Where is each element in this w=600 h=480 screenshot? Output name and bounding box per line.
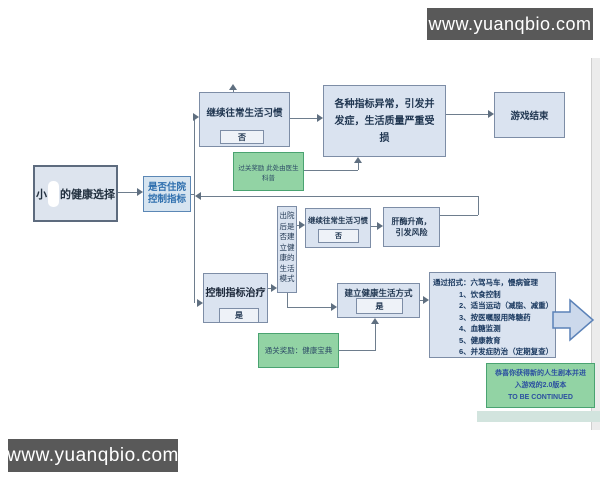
page-edge-strip (592, 58, 600, 430)
methods-item: 6、并发症防治（定期复查） (459, 347, 554, 356)
congrats-line3: TO BE CONTINUED (508, 394, 573, 401)
connector-line (191, 194, 194, 195)
connector-line (375, 324, 376, 350)
node-start: 小的健康选择 (33, 165, 118, 222)
watermark-top-right: www.yuanqbio.com (427, 8, 593, 40)
arrowhead-icon (229, 84, 237, 90)
node-start-prefix: 小 (36, 188, 47, 201)
connector-line (287, 293, 288, 307)
connector-line (440, 215, 478, 216)
arrowhead-icon (193, 113, 199, 121)
branch-tag-no: 否 (220, 130, 264, 144)
arrowhead-icon (371, 318, 379, 324)
arrowhead-icon (488, 110, 494, 118)
arrowhead-icon (195, 192, 201, 200)
congrats-line2: 入游戏的2.0版本 (514, 382, 567, 389)
arrowhead-icon (317, 114, 323, 122)
methods-item: 5、健康教育 (459, 335, 501, 345)
decision-line1: 是否住院 (147, 182, 186, 193)
watermark-bottom-left: www.yuanqbio.com (7, 439, 178, 472)
connector-line (304, 170, 358, 171)
methods-item: 2、适当运动（减脂、减重） (459, 301, 554, 310)
connector-line (446, 114, 488, 115)
arrowhead-icon (331, 303, 337, 311)
node-start-suffix: 的健康选择 (60, 188, 115, 201)
node-continue-habits-top: 继续往常生活习惯 否 (199, 92, 290, 147)
decision-line2: 控制指标 (147, 194, 186, 205)
node-game-over: 游戏结束 (494, 92, 565, 138)
connector-line (287, 307, 331, 308)
connector-line (358, 163, 359, 170)
methods-title: 通过招式：六驾马车，慢病管理 (433, 278, 538, 287)
arrowhead-icon (271, 284, 277, 292)
node-methods-list: 通过招式：六驾马车，慢病管理 1、饮食控制 2、适当运动（减脂、减重） 3、按医… (429, 272, 556, 358)
methods-item: 4、血糖监测 (459, 324, 501, 333)
connector-line (290, 118, 317, 119)
liver-line1: 肝酶升高， (391, 217, 432, 226)
node-reward-doctor: 过关奖励 此处由医生科普 (233, 152, 304, 191)
node-label: 继续往常生活习惯 (206, 108, 283, 119)
node-discharge-decision: 出院后是否建立健康的生活模式 (277, 206, 297, 293)
connector-line (478, 196, 479, 215)
connector-line (420, 300, 423, 301)
bottom-teal-band (477, 411, 600, 422)
congrats-line1: 恭喜你获得新的人生剧本并进 (495, 370, 586, 377)
connector-line (297, 225, 299, 226)
branch-tag-yes: 是 (356, 298, 403, 314)
connector-line (268, 288, 271, 289)
node-healthy-lifestyle: 建立健康生活方式 是 (337, 283, 420, 318)
connector-line (233, 89, 234, 92)
node-label: 继续往常生活习惯 (308, 216, 368, 225)
connector-line (371, 226, 377, 227)
node-label: 控制指标治疗 (205, 288, 266, 299)
connector-line (118, 192, 139, 193)
node-reward-handbook: 通关奖励：健康宝典 (258, 333, 339, 368)
arrowhead-icon (354, 157, 362, 163)
redaction-blob (48, 180, 59, 207)
node-indicators-abnormal: 各种指标异常，引发并发症，生活质量严重受损 (323, 85, 446, 157)
arrowhead-icon (137, 188, 143, 196)
arrowhead-icon (197, 299, 203, 307)
connector-line (194, 117, 195, 303)
node-decision-hospital: 是否住院 控制指标 (143, 176, 191, 212)
branch-tag-yes: 是 (219, 308, 259, 323)
liver-line2: 引发风险 (395, 228, 428, 237)
connector-line (201, 196, 478, 197)
node-label: 建立健康生活方式 (344, 288, 413, 298)
branch-tag-no: 否 (318, 229, 359, 243)
arrowhead-icon (299, 221, 305, 229)
methods-item: 3、按医嘱服用降糖药 (459, 312, 531, 322)
node-continue-habits-mid: 继续往常生活习惯 否 (305, 208, 371, 248)
arrowhead-icon (423, 296, 429, 304)
connector-line (339, 350, 376, 351)
node-liver-risk: 肝酶升高， 引发风险 (383, 207, 440, 247)
node-congrats: 恭喜你获得新的人生剧本并进 入游戏的2.0版本 TO BE CONTINUED (486, 363, 595, 408)
methods-item: 1、饮食控制 (459, 289, 501, 299)
continue-arrow-icon (552, 298, 595, 342)
page-edge-line (591, 58, 592, 430)
arrowhead-icon (377, 222, 383, 230)
node-control-treatment: 控制指标治疗 是 (203, 273, 268, 323)
